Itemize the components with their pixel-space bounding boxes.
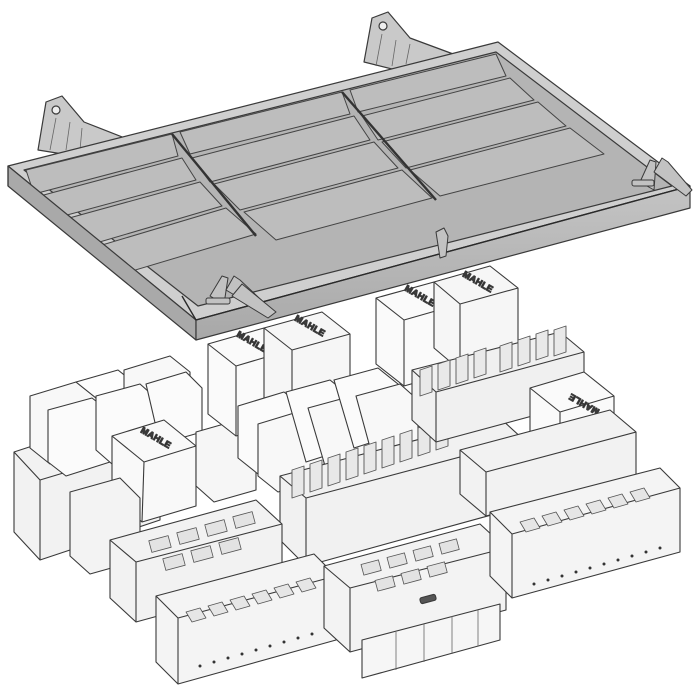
left-fuse-connector <box>69 477 337 685</box>
relay-mahle-5: MAHLE <box>433 265 519 371</box>
right-fuse-connector <box>489 467 681 599</box>
latch-clip-left <box>205 275 277 319</box>
center-fuse-connector <box>323 523 507 679</box>
relay-modules: MAHLE MAHLE MAHLE MAHLE MAHLE <box>13 265 681 685</box>
relay-mahle-4: MAHLE <box>375 281 461 387</box>
latch-clip-right <box>631 157 693 197</box>
latch-clip-center <box>435 227 449 259</box>
lid-compartments <box>25 53 605 275</box>
right-relay-block: MAHLE <box>411 325 637 517</box>
lid-tray <box>7 11 693 341</box>
